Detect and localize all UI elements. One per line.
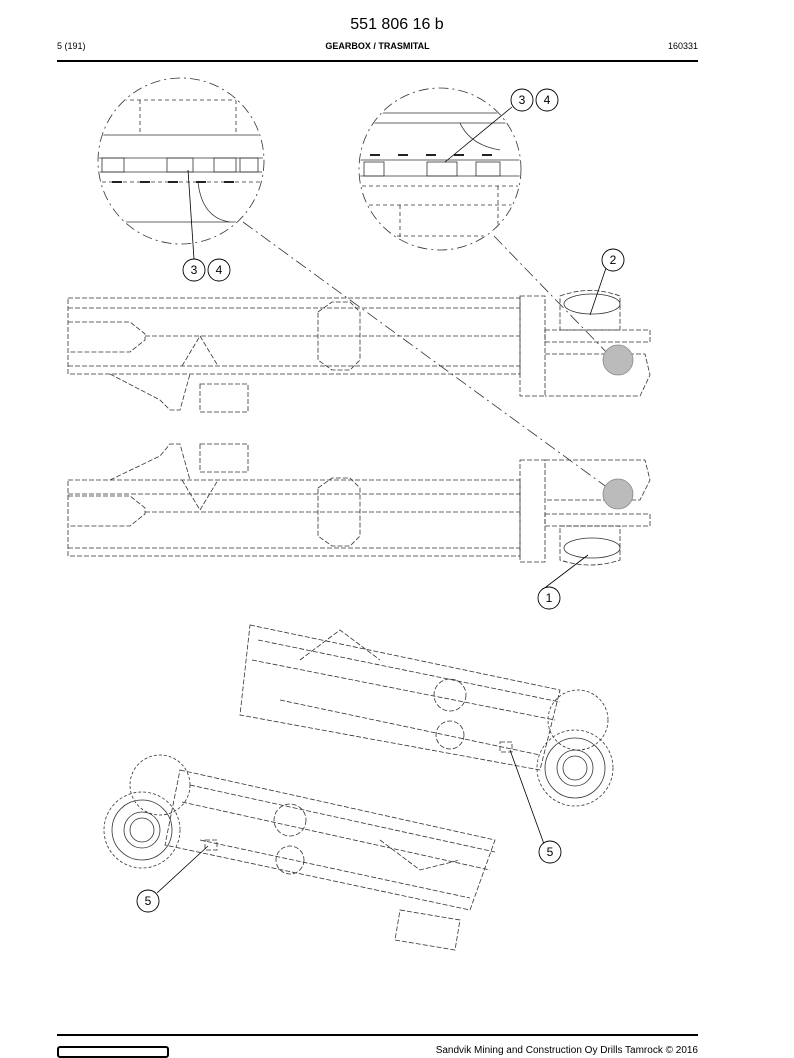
date-code: 160331 [667,41,698,51]
callout-label: 3 [191,263,198,277]
callout-label: 3 [519,93,526,107]
document-number: 551 806 16 b [350,16,444,33]
page-reference: 5 (191) [57,41,86,51]
leader-lines [156,106,607,894]
frame-side-view-upper [67,290,651,413]
footer-copyright: Sandvik Mining and Construction Oy Drill… [435,1045,698,1056]
header-rule [57,60,698,62]
sprocket-isometric-lower [103,754,191,869]
callout-label: 5 [547,845,554,859]
callout-label: 4 [544,93,551,107]
callout-circles [136,88,625,913]
frame-side-view-lower [67,443,651,566]
sprocket-isometric-upper [536,689,614,807]
callout-labels: 3 4 3 4 2 1 5 5 [145,93,617,908]
header-row: 5 (191) GEARBOX / TRASMITAL 160331 [57,41,698,55]
callout-label: 4 [216,263,223,277]
detail-view-right [358,87,522,251]
hub-lower [563,537,621,559]
footer-rule [57,1034,698,1036]
callout-label: 2 [610,253,617,267]
frame-isometric-lower [164,769,496,951]
brand-logo [57,1046,169,1058]
callout-label: 5 [145,894,152,908]
highlight-spot-upper [602,344,634,376]
detail-connector-lines [242,221,613,489]
frame-isometric-upper [239,624,561,771]
section-title: GEARBOX / TRASMITAL [325,41,430,51]
hub-upper [563,293,621,315]
detail-view-left [97,77,265,245]
highlight-spot-lower [602,478,634,510]
callout-label: 1 [546,591,553,605]
